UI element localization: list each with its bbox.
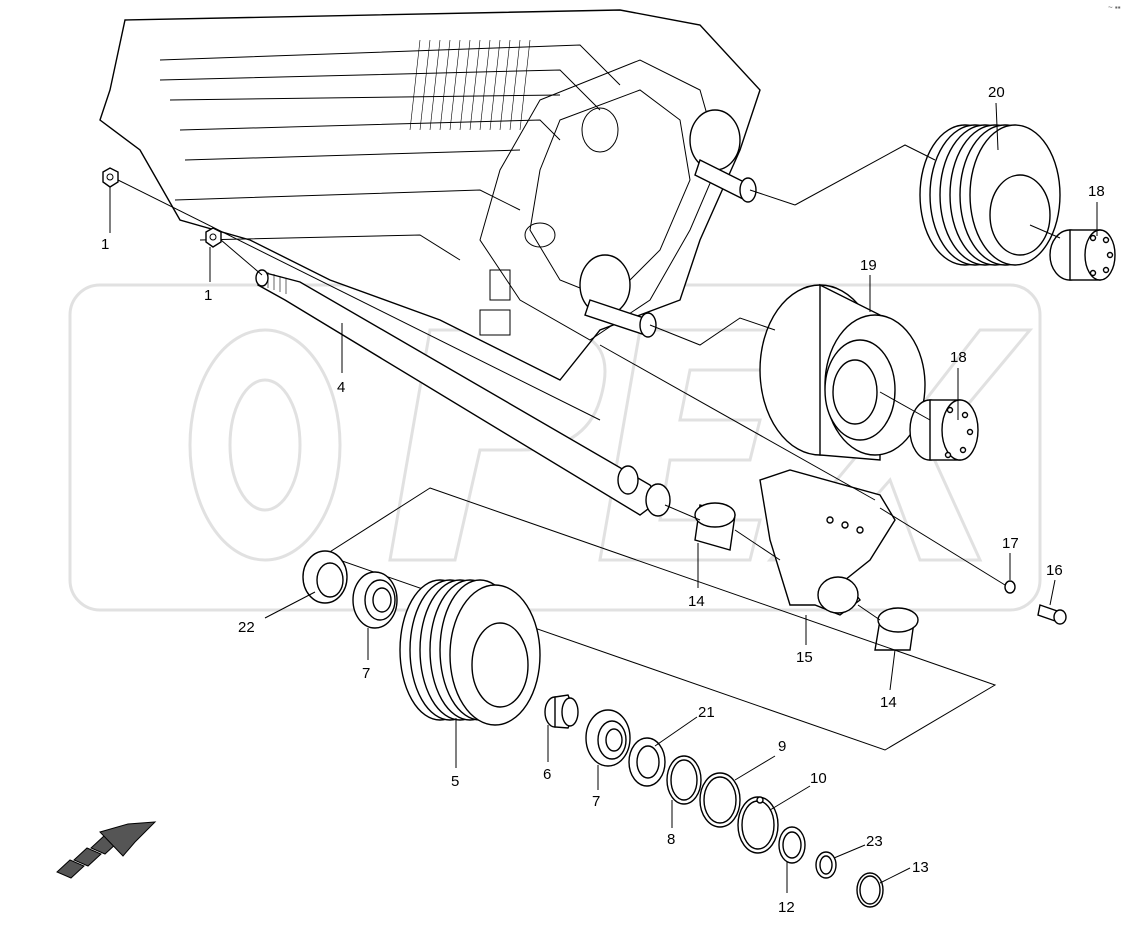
callout-1a: 1: [101, 236, 109, 253]
bush-14-lower: [874, 607, 919, 651]
bush-14-upper: [694, 502, 736, 551]
callout-5: 5: [451, 773, 459, 790]
seal-22: [302, 550, 348, 604]
bearing-7-left: [352, 571, 398, 629]
circlip-10: [737, 796, 779, 854]
nut-1-lower: [205, 227, 222, 248]
pulley-20: [919, 124, 1061, 266]
callout-21: 21: [698, 704, 715, 721]
taper-bush-18-upper: [1049, 229, 1116, 281]
ring-9: [699, 772, 741, 828]
pulley-5: [399, 579, 541, 726]
callout-23: 23: [866, 833, 883, 850]
callout-15: 15: [796, 649, 813, 666]
callout-17: 17: [1002, 535, 1019, 552]
callout-9: 9: [778, 738, 786, 755]
washer-21: [628, 737, 666, 787]
callout-18a: 18: [1088, 183, 1105, 200]
callout-7b: 7: [592, 793, 600, 810]
callout-8: 8: [667, 831, 675, 848]
ring-8: [666, 755, 702, 805]
washer-17: [1004, 580, 1016, 594]
callout-14b: 14: [880, 694, 897, 711]
callout-1b: 1: [204, 287, 212, 304]
pulley-19: [759, 283, 926, 461]
callout-4: 4: [337, 379, 345, 396]
subassembly-outline: [323, 487, 997, 751]
callout-22: 22: [238, 619, 255, 636]
direction-arrow-icon: [56, 821, 157, 879]
callout-labels: 1 1 4 5 6 7 7 8 9 10 12 13 14 14 15 16 1…: [101, 3, 1121, 916]
shaft-4: [255, 269, 671, 517]
callout-19: 19: [860, 257, 877, 274]
callout-10: 10: [810, 770, 827, 787]
callout-14a: 14: [688, 593, 705, 610]
callout-6: 6: [543, 766, 551, 783]
ring-12: [778, 826, 806, 864]
callout-16: 16: [1046, 562, 1063, 579]
circlip-13: [856, 872, 884, 908]
callout-13: 13: [912, 859, 929, 876]
callout-20: 20: [988, 84, 1005, 101]
taper-bush-18-lower: [909, 399, 979, 461]
leader-lines: [109, 102, 1098, 893]
callout-18b: 18: [950, 349, 967, 366]
machine-housing: [99, 9, 761, 381]
corner-mark: ~ ▪▪: [1108, 3, 1121, 12]
bracket-15: [759, 469, 896, 616]
bearing-7-right: [585, 709, 631, 767]
bolt-16: [1037, 604, 1067, 625]
ring-23: [815, 851, 837, 879]
callout-12: 12: [778, 899, 795, 916]
spacer-6: [544, 694, 579, 729]
nut-1-upper: [102, 167, 119, 188]
callout-7a: 7: [362, 665, 370, 682]
